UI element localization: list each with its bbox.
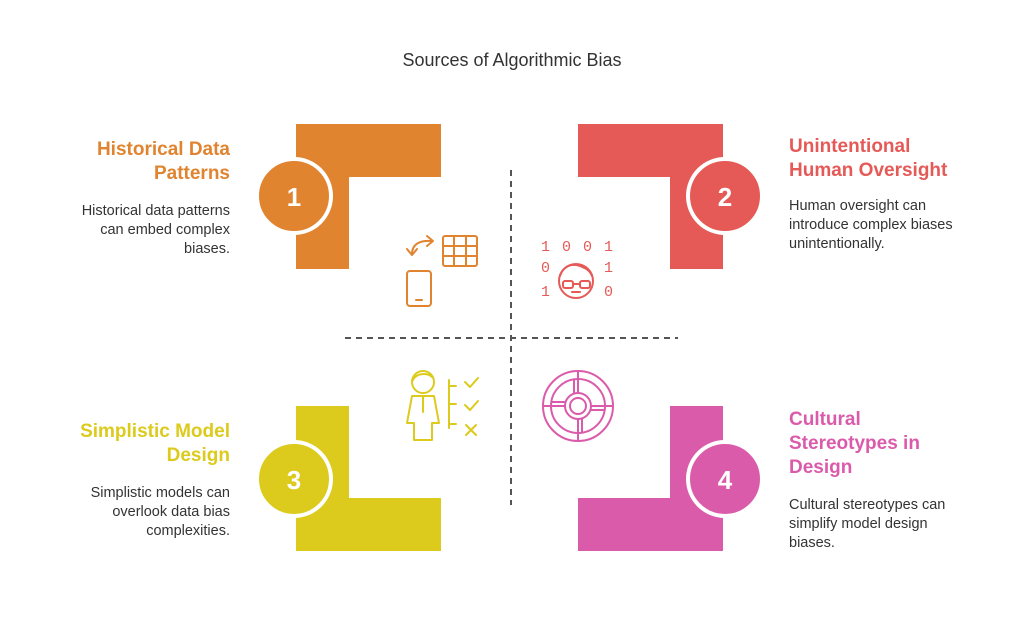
heading-simplistic-model-design: Simplistic Model Design	[80, 420, 230, 468]
binary-digit: 1	[604, 260, 613, 277]
data-transfer-icon	[406, 235, 478, 307]
binary-digit: 0	[541, 260, 550, 277]
desc-line: unintentionally.	[789, 236, 885, 252]
number-badge-2: 2	[686, 157, 764, 235]
desc-simplistic-model-design: Simplistic models can overlook data bias…	[91, 484, 230, 541]
desc-line: overlook data bias	[112, 504, 230, 520]
desc-line: biases.	[184, 241, 230, 257]
number-1: 1	[287, 182, 301, 212]
heading-line: Patterns	[153, 163, 230, 184]
person-binary-icon: 1 0 0 1 0 1 1 0	[541, 239, 613, 301]
binary-digit: 0	[583, 239, 592, 256]
desc-unintentional-human-oversight: Human oversight can introduce complex bi…	[789, 197, 953, 254]
heading-line: Stereotypes in	[789, 433, 920, 454]
binary-digit: 0	[604, 284, 613, 301]
desc-historical-data-patterns: Historical data patterns can embed compl…	[82, 202, 230, 259]
number-2: 2	[718, 182, 732, 212]
heading-line: Cultural	[789, 409, 861, 430]
binary-digit: 1	[541, 284, 550, 301]
heading-line: Design	[166, 445, 230, 466]
heading-historical-data-patterns: Historical Data Patterns	[97, 138, 230, 186]
corner-shape-2	[578, 124, 723, 269]
corner-shape-4	[578, 406, 723, 551]
desc-line: Simplistic models can	[90, 485, 230, 501]
binary-digit: 1	[541, 239, 550, 256]
heading-line: Simplistic Model	[80, 421, 230, 442]
number-3: 3	[287, 465, 301, 495]
binary-digit: 1	[604, 239, 613, 256]
number-badge-1: 1	[255, 157, 333, 235]
corner-shape-1	[296, 124, 441, 269]
desc-line: Historical data patterns	[81, 203, 230, 219]
desc-line: introduce complex biases	[789, 217, 953, 233]
number-badge-4: 4	[686, 440, 764, 518]
corner-shape-3	[296, 406, 441, 551]
diagram-title: Sources of Algorithmic Bias	[402, 50, 622, 70]
desc-line: simplify model design	[789, 516, 928, 532]
desc-line: biases.	[789, 535, 835, 551]
heading-line: Design	[789, 457, 853, 478]
binary-digit: 0	[562, 239, 571, 256]
desc-line: complexities.	[146, 523, 230, 539]
heading-line: Human Oversight	[789, 160, 948, 181]
target-icon	[542, 370, 614, 442]
person-checklist-icon	[406, 370, 479, 441]
desc-line: Cultural stereotypes can	[789, 497, 946, 513]
heading-unintentional-human-oversight: Unintentional Human Oversight	[789, 135, 947, 183]
heading-line: Historical Data	[96, 139, 230, 160]
number-badge-3: 3	[255, 440, 333, 518]
desc-line: can embed complex	[100, 222, 230, 238]
desc-line: Human oversight can	[789, 198, 927, 214]
number-4: 4	[718, 465, 733, 495]
heading-line: Unintentional	[789, 136, 911, 157]
heading-cultural-stereotypes-in-design: Cultural Stereotypes in Design	[789, 408, 920, 480]
desc-cultural-stereotypes-in-design: Cultural stereotypes can simplify model …	[789, 496, 945, 553]
